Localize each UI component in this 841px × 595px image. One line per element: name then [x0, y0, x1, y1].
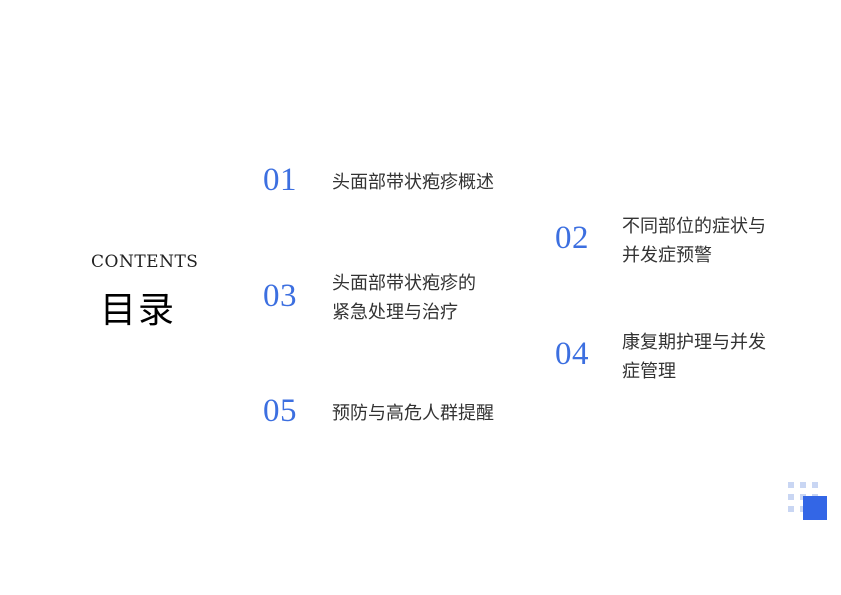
contents-english-title: CONTENTS — [91, 252, 199, 272]
toc-item-number: 03 — [263, 278, 297, 314]
toc-item-label: 康复期护理与并发 症管理 — [622, 332, 766, 382]
toc-item-label: 头面部带状疱疹的 紧急处理与治疗 — [332, 273, 476, 323]
toc-item-number: 04 — [555, 336, 589, 372]
deco-dot — [788, 506, 794, 512]
toc-item-label: 不同部位的症状与 并发症预警 — [622, 216, 766, 266]
corner-decoration-icon — [786, 480, 830, 524]
toc-item-number: 05 — [263, 393, 297, 429]
deco-dot — [812, 482, 818, 488]
deco-dot — [800, 482, 806, 488]
deco-dot — [788, 482, 794, 488]
contents-chinese-title: 目录 — [100, 290, 177, 331]
toc-item-label: 预防与高危人群提醒 — [332, 403, 494, 424]
deco-square — [803, 496, 827, 520]
toc-item-number: 01 — [263, 162, 297, 198]
toc-item-label: 头面部带状疱疹概述 — [332, 172, 494, 193]
deco-dot — [788, 494, 794, 500]
toc-item-number: 02 — [555, 220, 589, 256]
